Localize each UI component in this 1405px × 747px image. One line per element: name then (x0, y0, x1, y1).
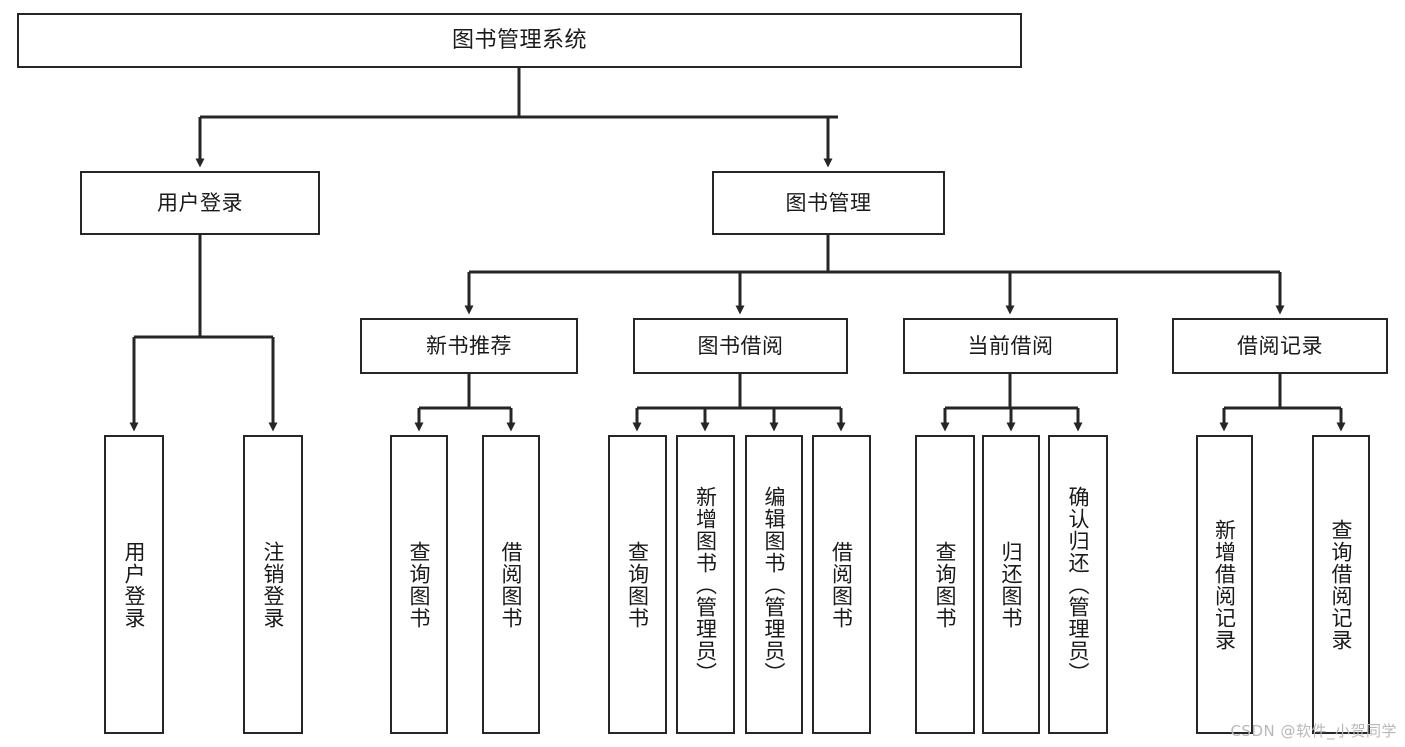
node-label: 用户登录 (157, 190, 243, 215)
node-label: 图书借阅 (697, 333, 784, 358)
leaf-user-login[interactable]: 用户登录 (104, 435, 164, 734)
node-label: 查询借阅记录 (1329, 518, 1354, 651)
node-current-borrow[interactable]: 当前借阅 (903, 318, 1118, 374)
node-new-book-recommend[interactable]: 新书推荐 (360, 318, 578, 374)
leaf-logout-login[interactable]: 注销登录 (243, 435, 303, 734)
node-label: 借阅记录 (1237, 333, 1323, 358)
leaf-confirm-return[interactable]: 确认归还（管理员） (1048, 435, 1108, 734)
node-label: 确认归还（管理员） (1066, 485, 1091, 684)
leaf-borrow-book-1[interactable]: 借阅图书 (482, 435, 540, 734)
node-label: 查询图书 (407, 540, 432, 629)
leaf-borrow-book-2[interactable]: 借阅图书 (812, 435, 871, 734)
leaf-query-book-3[interactable]: 查询图书 (915, 435, 975, 734)
node-book-borrow[interactable]: 图书借阅 (633, 318, 848, 374)
leaf-query-book-2[interactable]: 查询图书 (608, 435, 667, 734)
leaf-edit-book[interactable]: 编辑图书（管理员） (745, 435, 803, 734)
leaf-add-borrow-record[interactable]: 新增借阅记录 (1196, 435, 1253, 734)
node-label: 借阅图书 (829, 540, 854, 629)
leaf-query-borrow-record[interactable]: 查询借阅记录 (1312, 435, 1370, 734)
watermark-text: CSDN @软件_小贺同学 (1230, 722, 1397, 740)
node-label: 归还图书 (999, 540, 1024, 629)
node-book-management[interactable]: 图书管理 (712, 171, 945, 235)
node-label: 查询图书 (933, 540, 958, 629)
node-borrow-record[interactable]: 借阅记录 (1172, 318, 1388, 374)
node-book-management-system[interactable]: 图书管理系统 (17, 13, 1022, 68)
node-label: 查询图书 (625, 540, 650, 629)
leaf-add-book[interactable]: 新增图书（管理员） (676, 435, 735, 734)
node-label: 新增图书（管理员） (693, 485, 718, 684)
node-label: 图书管理系统 (451, 27, 587, 53)
node-label: 注销登录 (261, 540, 286, 629)
node-label: 当前借阅 (967, 333, 1054, 358)
leaf-query-book-1[interactable]: 查询图书 (390, 435, 448, 734)
node-label: 用户登录 (122, 540, 147, 629)
leaf-return-book[interactable]: 归还图书 (982, 435, 1040, 734)
node-label: 图书管理 (785, 190, 872, 215)
node-label: 编辑图书（管理员） (762, 485, 787, 684)
node-user-login[interactable]: 用户登录 (80, 171, 320, 235)
node-label: 新增借阅记录 (1212, 518, 1237, 651)
node-label: 新书推荐 (426, 333, 512, 358)
node-label: 借阅图书 (499, 540, 524, 629)
